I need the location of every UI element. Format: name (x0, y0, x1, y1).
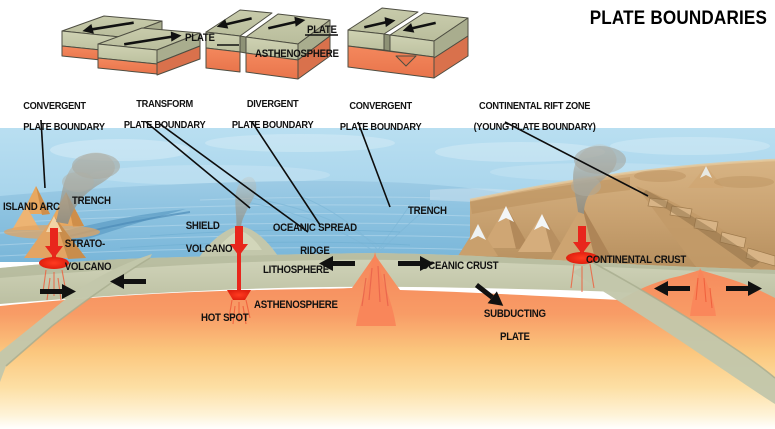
oceanic-crust-layer (0, 253, 775, 278)
arrow-lith-left-a (40, 284, 76, 299)
arrow-rift-right (726, 281, 762, 296)
label-asthenosphere-block: ASTHENOSPHERE (255, 48, 339, 60)
label-hot-spot: HOT SPOT (201, 312, 249, 324)
label-transform-plate-boundary: TRANSFORM PLATE BOUNDARY (107, 88, 213, 142)
ridge-magma-plume (356, 252, 396, 326)
label-line-1: SUBDUCTING (483, 308, 546, 321)
page-title: PLATE BOUNDARIES (589, 8, 767, 29)
label-asthenosphere-main: ASTHENOSPHERE (254, 299, 338, 311)
continental-rift-zone (634, 166, 775, 272)
convergent-block (347, 7, 469, 79)
leader-continental-rift (504, 121, 649, 197)
label-line-1: STRATO- (64, 238, 106, 251)
label-plate-left: PLATE (185, 32, 215, 44)
label-convergent-plate-boundary-right: CONVERGENT PLATE BOUNDARY (323, 90, 429, 144)
leader-convergent-right (357, 121, 391, 208)
label-island-arc: ISLAND ARC (3, 201, 60, 213)
convergent-arrow-right (364, 17, 396, 29)
hot-spot-arrow (230, 226, 248, 256)
label-trench-left: TRENCH (72, 195, 111, 207)
label-line-2: PLATE BOUNDARY (23, 121, 105, 134)
leader-convergent-left (40, 119, 46, 189)
label-convergent-plate-boundary-left: CONVERGENT PLATE BOUNDARY (14, 90, 105, 144)
label-trench-right: TRENCH (408, 205, 447, 217)
label-line-2: (YOUNG PLATE BOUNDARY) (473, 121, 596, 134)
hot-spot-plume (227, 232, 251, 325)
label-continental-crust: CONTINENTAL CRUST (586, 254, 687, 266)
label-plate-right: PLATE (307, 24, 337, 36)
label-line-1: CONVERGENT (23, 99, 86, 112)
leader-transform-a (145, 121, 251, 209)
label-line-2: VOLCANO (64, 260, 112, 273)
label-line-1: SHIELD (185, 220, 220, 233)
coastal-mountains (458, 206, 566, 256)
leader-transform-b (159, 123, 309, 233)
arrow-ridge-right (398, 256, 434, 271)
label-line-2: PLATE BOUNDARY (123, 119, 206, 132)
label-line-2: PLATE BOUNDARY (231, 119, 314, 132)
label-oceanic-crust: OCEANIC CRUST (421, 260, 499, 272)
asthenosphere-mantle (0, 255, 775, 429)
label-line-2: VOLCANO (185, 242, 233, 255)
arrow-ridge-left (319, 256, 355, 271)
subducting-slab-right (572, 262, 775, 404)
label-shield-volcano: SHIELD VOLCANO (176, 210, 233, 266)
arrow-subducting (474, 283, 504, 306)
label-continental-rift-zone: CONTINENTAL RIFT ZONE (YOUNG PLATE BOUND… (451, 90, 609, 144)
ridge-magma-streaks (361, 265, 389, 307)
flow-arrows (40, 256, 762, 306)
label-line-2: PLATE (500, 330, 530, 343)
label-subducting-plate: SUBDUCTING PLATE (470, 298, 549, 354)
rift-magma-upwelling (690, 268, 716, 316)
convergent-arrow-left (402, 21, 436, 33)
label-line-1: TRANSFORM (136, 97, 193, 110)
transform-arrow-right (123, 31, 182, 46)
divergent-arrow-left (216, 17, 252, 29)
arrow-lith-left-b (110, 274, 146, 289)
strato-volcano-magma (39, 228, 69, 301)
divergent-arrow-right (267, 16, 306, 30)
transform-arrow-left (82, 21, 134, 34)
label-strato-volcano: STRATO- VOLCANO (55, 228, 112, 284)
label-line-1: CONTINENTAL RIFT ZONE (479, 99, 591, 112)
divergent-block (205, 9, 331, 80)
label-line-2: PLATE BOUNDARY (339, 121, 422, 134)
label-line-2: RIDGE (300, 244, 330, 257)
label-line-1: CONVERGENT (349, 99, 412, 112)
label-line-1: DIVERGENT (246, 97, 299, 110)
label-oceanic-spread-ridge: OCEANIC SPREAD RIDGE (257, 212, 363, 268)
label-divergent-plate-boundary: DIVERGENT PLATE BOUNDARY (215, 88, 321, 142)
label-line-1: OCEANIC SPREAD (272, 222, 357, 235)
continental-volcano-magma (566, 226, 598, 292)
label-lithosphere: LITHOSPHERE (263, 264, 329, 276)
block-label-leaders (217, 34, 338, 46)
leader-divergent (251, 121, 321, 226)
arrow-rift-left (654, 281, 690, 296)
transform-block (61, 15, 201, 76)
